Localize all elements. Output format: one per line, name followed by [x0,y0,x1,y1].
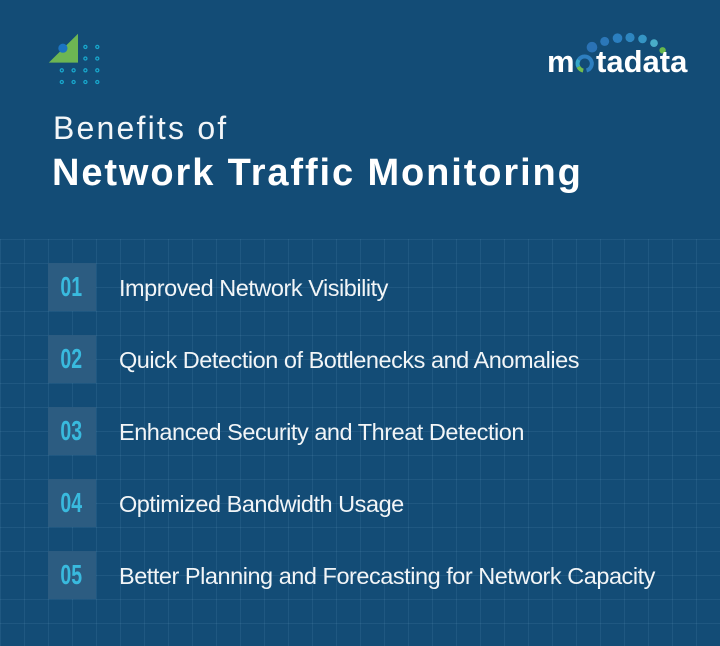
svg-text:tadata: tadata [596,44,688,79]
svg-text:m: m [547,44,575,79]
